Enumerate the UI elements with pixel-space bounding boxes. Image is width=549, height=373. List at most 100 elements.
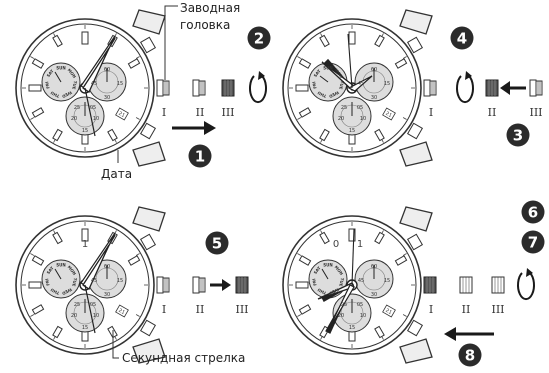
watch-2 bbox=[282, 9, 433, 167]
day-label: SUN bbox=[323, 66, 332, 71]
day-label: FRI bbox=[44, 81, 51, 90]
position-III: III bbox=[491, 303, 504, 316]
subdial-number: 15 bbox=[117, 278, 123, 284]
day-label: THU bbox=[50, 287, 61, 296]
label-crown-line-2: головка bbox=[180, 18, 230, 32]
position-I: I bbox=[162, 106, 166, 119]
arrow-push-left-long bbox=[444, 327, 494, 341]
subdial-number: 15 bbox=[82, 128, 88, 134]
subdial-number: 25 bbox=[74, 302, 80, 308]
subdial-number: 20 bbox=[71, 313, 77, 319]
subdial-number: 10 bbox=[360, 116, 366, 122]
step-number-7: 7 bbox=[528, 234, 538, 252]
step-badge-6: 6 bbox=[521, 200, 545, 224]
day-label: SAT bbox=[312, 265, 321, 275]
day-label: FRI bbox=[311, 278, 318, 287]
watch-3-hands bbox=[54, 232, 116, 334]
position-I: I bbox=[162, 303, 166, 316]
label-crown-line-1: Заводная bbox=[180, 1, 240, 15]
arrow-push-left bbox=[500, 81, 526, 95]
subdial-number: 60 bbox=[104, 264, 110, 270]
date-window-value: 21 bbox=[384, 111, 393, 119]
subdial-number: 20 bbox=[338, 313, 344, 319]
subdial-number: 45 bbox=[91, 81, 97, 87]
watch-1 bbox=[15, 9, 166, 167]
position-III: III bbox=[529, 106, 542, 119]
arrow-pull-right bbox=[172, 121, 216, 135]
step-number-1: 1 bbox=[195, 148, 205, 166]
subdial-number: 05 bbox=[357, 105, 363, 111]
subdial-number: 30 bbox=[371, 292, 377, 298]
position-I: I bbox=[429, 106, 433, 119]
subdial-number: 25 bbox=[74, 105, 80, 111]
position-III: III bbox=[221, 106, 234, 119]
watch-1-hands bbox=[54, 35, 116, 137]
minute-digit-1: 1 bbox=[82, 239, 88, 250]
position-II: II bbox=[196, 106, 205, 119]
position-III: III bbox=[235, 303, 248, 316]
step-number-5: 5 bbox=[212, 235, 222, 253]
day-label: WED bbox=[328, 90, 340, 99]
subdial-number: 05 bbox=[357, 302, 363, 308]
date-window-value: 21 bbox=[384, 308, 393, 316]
position-II: II bbox=[488, 106, 497, 119]
date-window-value: 21 bbox=[117, 308, 126, 316]
day-label: SAT bbox=[45, 265, 54, 275]
day-label: TUE bbox=[338, 80, 345, 90]
position-II: II bbox=[196, 303, 205, 316]
day-label: MON bbox=[67, 265, 78, 277]
subdial-number: 15 bbox=[82, 325, 88, 331]
subdial-number: 25 bbox=[341, 105, 347, 111]
day-label: WED bbox=[61, 287, 73, 296]
subdial-number: 15 bbox=[384, 278, 390, 284]
subdial-number: 15 bbox=[384, 81, 390, 87]
step-number-8: 8 bbox=[465, 347, 475, 365]
subdial-number: 60 bbox=[371, 264, 377, 270]
day-label: MON bbox=[67, 68, 78, 80]
subdial-number: 45 bbox=[91, 278, 97, 284]
day-label: FRI bbox=[44, 278, 51, 287]
subdial-number: 05 bbox=[90, 105, 96, 111]
minute-digit-0: 0 bbox=[333, 239, 339, 250]
subdial-number: 30 bbox=[371, 95, 377, 101]
subdial-number: 45 bbox=[358, 278, 364, 284]
step-number-2: 2 bbox=[254, 30, 264, 48]
subdial-number: 10 bbox=[93, 313, 99, 319]
day-label: TUE bbox=[71, 277, 78, 287]
step-badge-1: 1 bbox=[188, 144, 212, 168]
day-label: SUN bbox=[56, 263, 65, 268]
day-label: THU bbox=[317, 287, 328, 296]
subdial-number: 15 bbox=[349, 325, 355, 331]
subdial-number: 15 bbox=[117, 81, 123, 87]
day-label: FRI bbox=[311, 81, 318, 90]
subdial-number: 10 bbox=[93, 116, 99, 122]
step-badge-4: 4 bbox=[450, 26, 474, 50]
watch-4 bbox=[282, 206, 433, 364]
watch-3 bbox=[15, 206, 166, 364]
minute-digit-1b: 1 bbox=[357, 239, 363, 250]
step-badge-2: 2 bbox=[247, 26, 271, 50]
step-badge-3: 3 bbox=[506, 123, 530, 147]
step-badge-5: 5 bbox=[205, 231, 229, 255]
step-number-4: 4 bbox=[457, 30, 467, 48]
subdial-number: 60 bbox=[104, 67, 110, 73]
arrow-pull-right-small bbox=[210, 279, 231, 291]
day-label: MON bbox=[334, 265, 345, 277]
day-label: SAT bbox=[45, 68, 54, 78]
day-label: SAT bbox=[312, 68, 321, 78]
date-window-value: 21 bbox=[117, 111, 126, 119]
subdial-number: 15 bbox=[349, 128, 355, 134]
subdial-number: 10 bbox=[360, 313, 366, 319]
day-label: MON bbox=[334, 68, 345, 80]
day-label: WED bbox=[61, 90, 73, 99]
day-label: THU bbox=[317, 90, 328, 99]
subdial-number: 20 bbox=[71, 116, 77, 122]
subdial-number: 60 bbox=[371, 67, 377, 73]
step-number-6: 6 bbox=[528, 204, 538, 222]
label-second-hand: Секундная стрелка bbox=[122, 351, 245, 365]
